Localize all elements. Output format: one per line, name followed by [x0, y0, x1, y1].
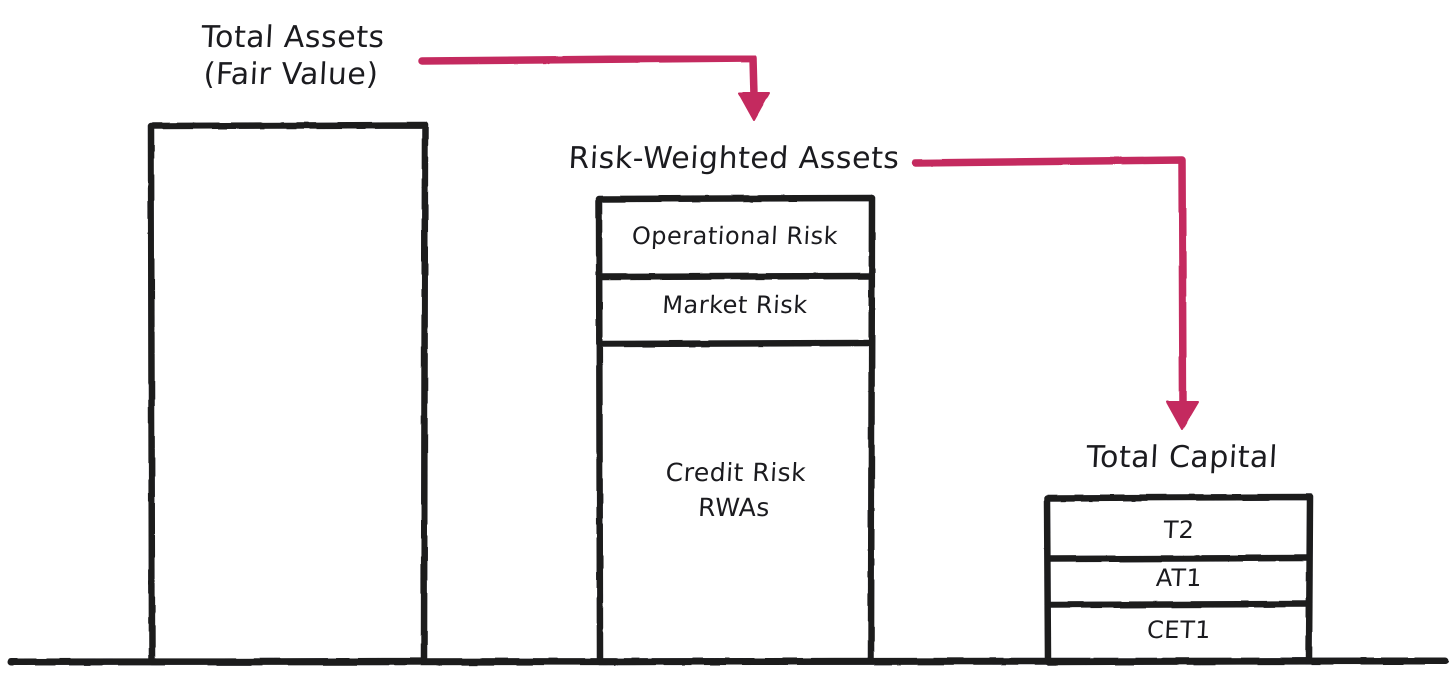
arrow-assets-to-rwa [418, 54, 770, 121]
segment-label-credit-risk-rwas: Credit Risk RWAs [664, 458, 807, 522]
bar-risk-weighted-assets[interactable] [595, 194, 876, 666]
divider-market-credit [596, 339, 875, 348]
bar-total-assets[interactable] [147, 121, 429, 666]
divider-at1-cet1 [1044, 600, 1313, 609]
label-total-capital: Total Capital [1085, 440, 1279, 475]
label-risk-weighted-assets: Risk-Weighted Assets [567, 141, 901, 176]
segment-label-market-risk: Market Risk [661, 291, 809, 319]
segment-label-t2: T2 [1162, 516, 1196, 544]
label-total-assets: Total Assets (Fair Value) [200, 20, 386, 92]
divider-operational-market [596, 272, 875, 281]
segment-label-operational-risk: Operational Risk [631, 222, 839, 250]
segment-label-at1: AT1 [1155, 564, 1203, 592]
divider-t2-at1 [1044, 554, 1313, 563]
arrow-rwa-to-capital [911, 156, 1199, 430]
segment-label-cet1: CET1 [1146, 616, 1212, 644]
bar-total-capital[interactable] [1043, 493, 1314, 666]
